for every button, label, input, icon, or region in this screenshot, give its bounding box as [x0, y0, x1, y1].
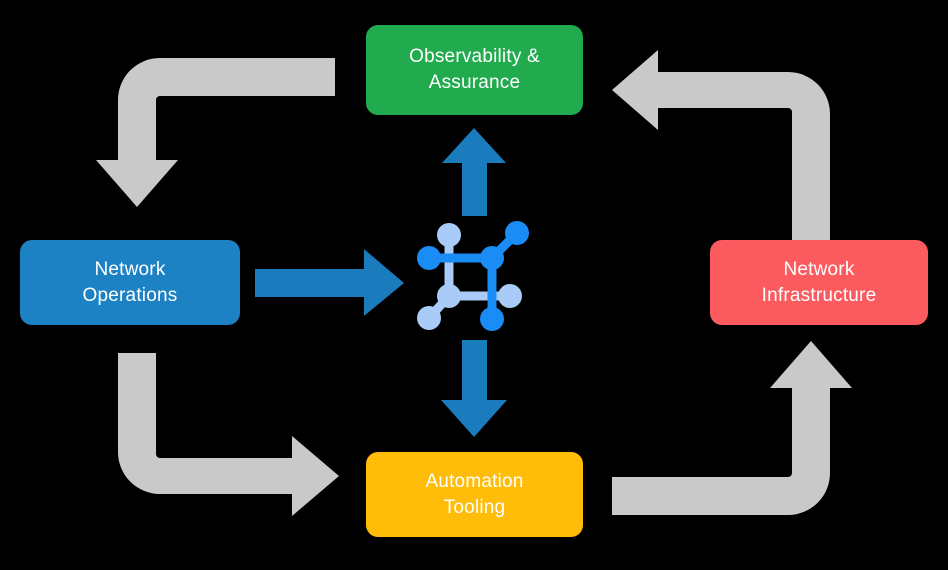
- node-automation-tooling-label-line2: Tooling: [443, 496, 506, 518]
- node-observability-assurance[interactable]: Observability & Assurance: [366, 25, 583, 115]
- node-network-infrastructure-label-line2: Infrastructure: [761, 284, 877, 306]
- node-automation-tooling-label-line1: Automation: [425, 470, 524, 492]
- topology-dark-nodes: [417, 221, 529, 331]
- node-observability-assurance-label-line1: Observability &: [409, 46, 540, 68]
- arrow-network-operations-to-automation-tooling: [118, 353, 339, 516]
- node-network-infrastructure-label-line1: Network: [783, 258, 855, 280]
- arrow-automation-tooling-to-network-infrastructure: [612, 341, 852, 515]
- node-network-operations-label-line2: Operations: [82, 284, 178, 306]
- node-network-operations-label-line1: Network: [94, 258, 166, 280]
- node-observability-assurance-label-line2: Assurance: [428, 72, 521, 93]
- topology-light-nodes: [417, 223, 522, 330]
- arrow-center-to-automation-tooling: [441, 340, 507, 437]
- arrow-center-to-observability: [442, 128, 506, 216]
- arrow-network-infrastructure-to-observability: [612, 50, 830, 253]
- arrow-observability-to-network-operations: [96, 58, 335, 207]
- node-observability-assurance-label: Observability & Assurance: [389, 44, 560, 95]
- arrow-network-operations-to-center: [255, 249, 404, 316]
- network-topology-icon: [417, 221, 529, 331]
